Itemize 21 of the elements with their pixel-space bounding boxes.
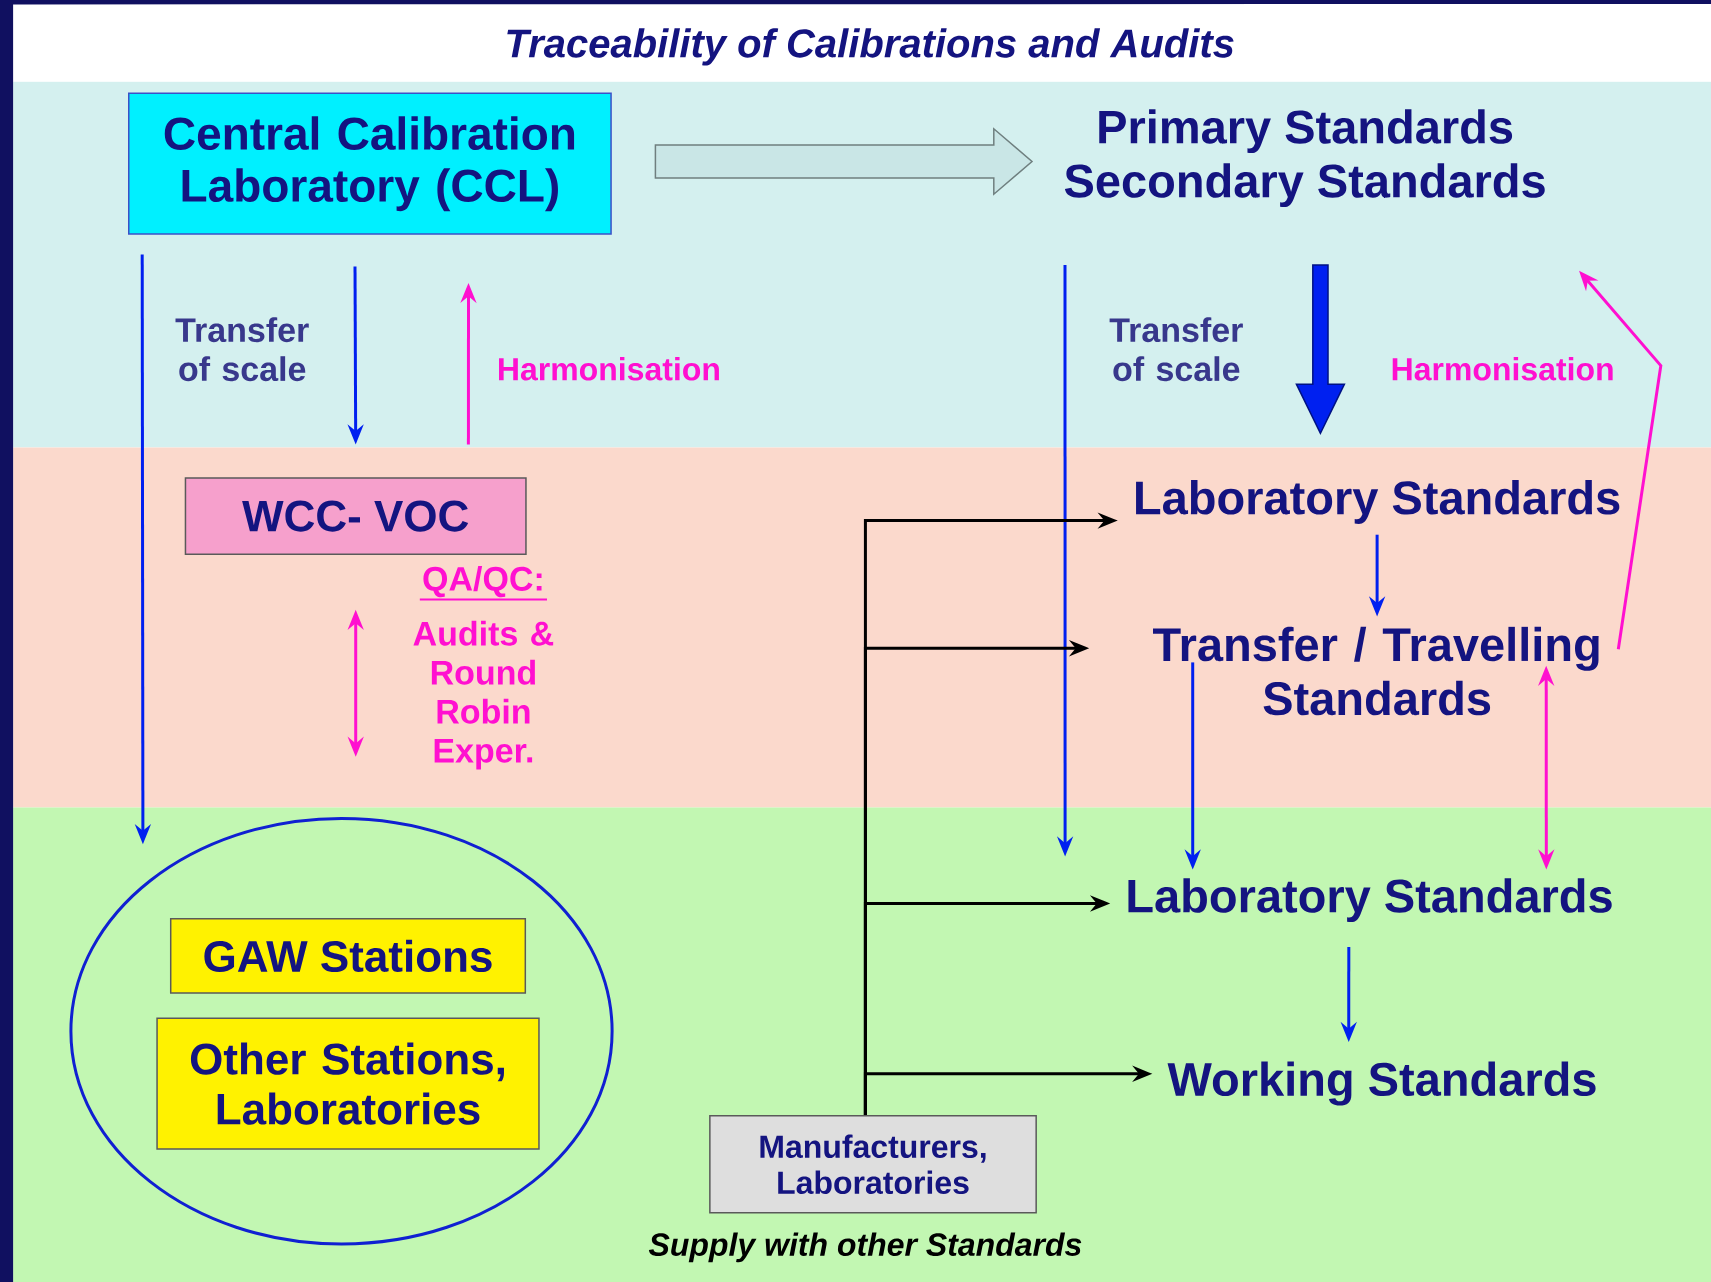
edge-label: Harmonisation [499,357,719,381]
node-label: Supply with other Standards [648,1232,1082,1263]
process-box: Central Calibration Laboratory (CCL) [128,92,612,235]
standards-label: Laboratory Standards [1128,878,1612,923]
edge-label: Transfer of scale [175,317,309,382]
station-box: GAW Stations [169,918,527,994]
title: Traceability of Calibrations and Audits [507,28,1234,66]
standards-label: Laboratory Standards [1136,480,1620,524]
station-box: Other Stations, Laboratories [156,1017,540,1150]
heading-label: QA/QC: [418,565,548,601]
edge-label: Audits & Round Robin Exper. [413,620,554,770]
edge-label: Transfer of scale [1109,317,1243,382]
block-arrow [1295,264,1346,435]
standards-label: Working Standards [1167,1061,1596,1106]
standards-label: Primary Standards Secondary Standards [1064,109,1545,208]
block-arrow [654,127,1034,196]
standards-label: Transfer / Travelling Standards [1153,626,1599,716]
process-box: WCC- VOC [184,477,527,556]
edge-label: Harmonisation [1392,357,1613,381]
group-ellipse [69,816,614,1246]
supplier-box: Manufacturers, Laboratories [709,1115,1037,1214]
